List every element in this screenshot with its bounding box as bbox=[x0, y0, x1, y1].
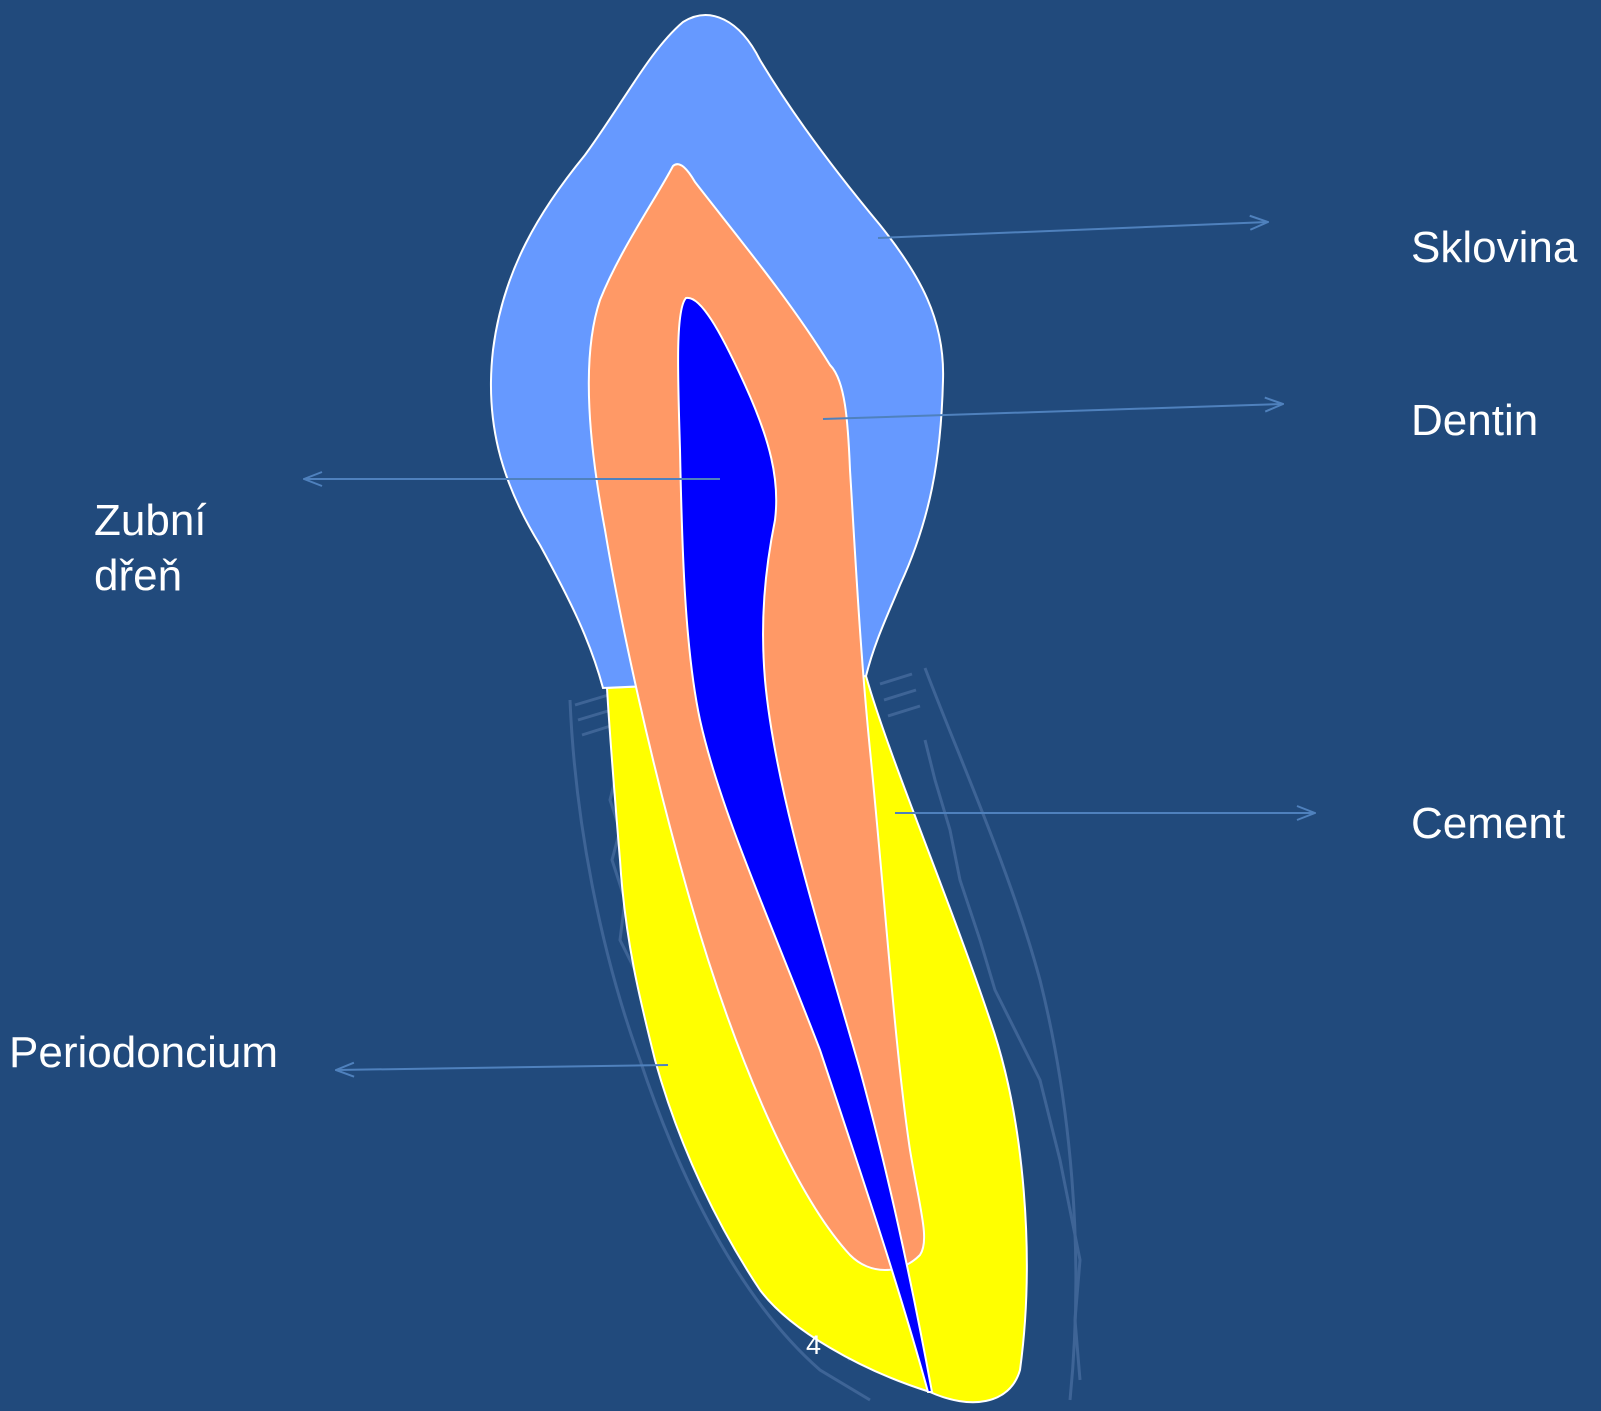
pulp-label-line2: dřeň bbox=[94, 548, 207, 603]
dentin-label: Dentin bbox=[1411, 393, 1538, 448]
periodontium-pointer bbox=[336, 1065, 668, 1070]
pulp-label: Zubní dřeň bbox=[94, 493, 207, 603]
periodontium-label: Periodoncium bbox=[9, 1025, 278, 1080]
enamel-label: Sklovina bbox=[1411, 220, 1577, 275]
page-number: 4 bbox=[806, 1330, 821, 1361]
cement-label: Cement bbox=[1411, 796, 1565, 851]
enamel-pointer bbox=[878, 222, 1268, 238]
pulp-label-line1: Zubní bbox=[94, 493, 207, 548]
